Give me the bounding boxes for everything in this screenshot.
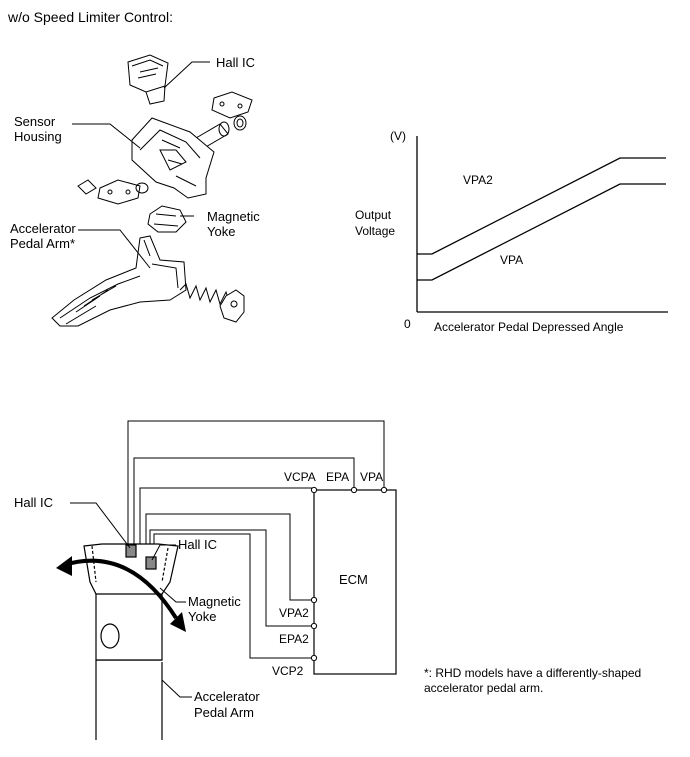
pin-label-vpa2: VPA2 [279, 606, 309, 620]
vpa-curve-label: VPA [500, 253, 523, 267]
output-voltage-graph [416, 136, 668, 313]
wire-vcpa [139, 487, 314, 546]
wire-epa2 [149, 529, 314, 627]
terminal-vpa2 [310, 596, 318, 604]
label-magnetic-yoke-line2: Yoke [207, 224, 235, 239]
rotation-arrowhead-right [170, 612, 186, 632]
rotation-arrow [63, 558, 178, 620]
circuit-wires [127, 420, 385, 659]
footnote-line1: *: RHD models have a differently-shaped [424, 666, 641, 680]
ecm-terminals [310, 486, 388, 662]
pin-label-vcp2: VCP2 [272, 664, 304, 678]
label-sensor-housing-line1: Sensor [14, 114, 56, 129]
label-hall-ic-right: Hall IC [178, 537, 217, 552]
label-circuit-pedal-arm-line1: Accelerator [194, 689, 260, 704]
footnote-line2: accelerator pedal arm. [424, 681, 543, 695]
hall-ic-chip-left [125, 544, 137, 558]
pedal-sensor-drawing [83, 543, 179, 740]
label-circuit-magnetic-yoke-line1: Magnetic [188, 594, 241, 609]
label-pedal-arm-line1: Accelerator [10, 221, 76, 236]
graph-ylabel-line2: Voltage [355, 224, 395, 238]
graph-xlabel: Accelerator Pedal Depressed Angle [434, 320, 624, 334]
vpa2-curve-label: VPA2 [463, 173, 493, 187]
circuit-leader-lines [70, 502, 192, 698]
label-hall-ic-top: Hall IC [216, 55, 255, 70]
terminal-epa2 [310, 622, 318, 630]
label-sensor-housing-line2: Housing [14, 129, 62, 144]
wire-vpa2 [145, 513, 314, 601]
label-pedal-arm-line2: Pedal Arm* [10, 236, 75, 251]
wire-vpa [127, 420, 385, 546]
graph-ylabel-line1: Output [355, 208, 392, 222]
ecm-label: ECM [339, 572, 368, 587]
vpa-curve [417, 183, 666, 281]
ecm-box [313, 489, 397, 675]
wire-vcp2 [153, 533, 314, 659]
exploded-assembly-illustration [51, 54, 253, 327]
terminal-vcp2 [310, 654, 318, 662]
terminal-vcpa [310, 486, 318, 494]
rotation-arrowhead-left [56, 556, 72, 576]
terminal-vpa [380, 486, 388, 494]
graph-origin-label: 0 [404, 317, 411, 331]
pin-label-vcpa: VCPA [284, 470, 316, 484]
terminal-epa [350, 486, 358, 494]
hall-ic-chip-right [145, 556, 157, 570]
label-circuit-magnetic-yoke-line2: Yoke [188, 609, 216, 624]
assembly-leader-lines [72, 61, 210, 269]
pin-label-epa: EPA [326, 470, 349, 484]
label-circuit-pedal-arm-line2: Pedal Arm [194, 705, 254, 720]
label-magnetic-yoke-line1: Magnetic [207, 209, 260, 224]
page-heading: w/o Speed Limiter Control: [7, 9, 173, 25]
vpa2-curve [417, 157, 666, 255]
graph-unit-label: (V) [390, 129, 406, 143]
pin-label-epa2: EPA2 [279, 632, 309, 646]
wire-epa [133, 457, 355, 546]
pin-label-vpa: VPA [360, 470, 383, 484]
label-hall-ic-left: Hall IC [14, 495, 53, 510]
